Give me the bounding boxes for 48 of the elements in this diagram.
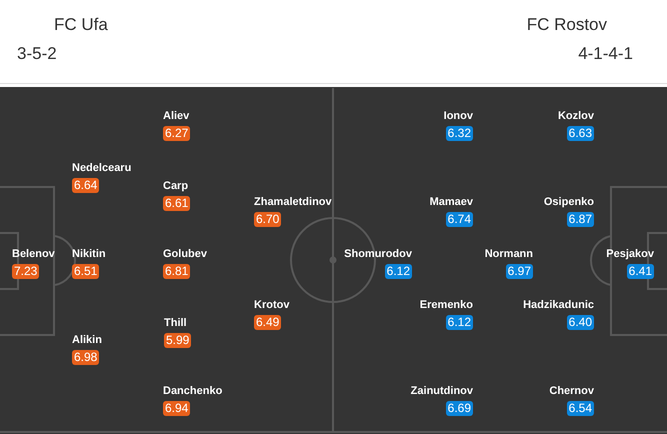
rating-badge: 6.12 [446, 315, 473, 330]
rating-badge: 6.27 [163, 126, 190, 141]
rating-badge: 6.41 [626, 264, 654, 279]
team-name: FC Ufa [54, 15, 108, 35]
rating-badge: 6.74 [446, 212, 473, 227]
player-name: Pesjakov [606, 247, 654, 261]
player-name: Chernov [549, 384, 594, 398]
rating-badge: 5.99 [164, 333, 192, 348]
player-name: Ionov [444, 109, 473, 123]
player-name: Danchenko [163, 384, 222, 398]
rating-badge: 6.97 [506, 264, 533, 279]
rating-badge: 6.40 [566, 315, 594, 330]
player-name: Zhamaletdinov [254, 195, 332, 209]
rating-badge: 6.94 [163, 401, 190, 416]
player-name: Krotov [254, 298, 290, 312]
player-name: Nedelcearu [72, 161, 132, 175]
rating-badge: 7.23 [12, 264, 40, 279]
rating-badge: 6.69 [446, 401, 473, 416]
formation: 3-5-2 [17, 44, 57, 64]
player-name: Shomurodov [344, 247, 412, 261]
rating-badge: 6.54 [566, 401, 594, 416]
team-name: FC Rostov [526, 15, 607, 35]
rating-badge: 6.49 [254, 315, 282, 330]
player-name: Kozlov [558, 109, 594, 123]
player-name: Carp [163, 179, 188, 193]
rating-badge: 6.87 [566, 212, 594, 227]
player-name: Nikitin [72, 247, 106, 261]
rating-badge: 6.12 [384, 264, 412, 279]
player-name: Zainutdinov [410, 384, 473, 398]
player-name: Alikin [72, 333, 102, 347]
player-name: Aliev [163, 109, 190, 123]
rating-badge: 6.64 [72, 178, 100, 193]
rating-badge: 6.32 [446, 126, 473, 141]
player-name: Eremenko [420, 298, 473, 312]
player-name: Osipenko [544, 195, 594, 209]
player-name: Belenov [12, 247, 55, 261]
rating-badge: 6.70 [254, 212, 282, 227]
rating-badge: 6.51 [72, 264, 100, 279]
rating-badge: 6.61 [163, 196, 190, 211]
player-name: Hadzikadunic [523, 298, 594, 312]
player-name: Golubev [163, 247, 208, 261]
player-name: Mamaev [430, 195, 473, 209]
rating-badge: 6.98 [72, 350, 100, 365]
formation: 4-1-4-1 [578, 44, 633, 64]
rating-badge: 6.63 [566, 126, 594, 141]
player-name: Thill [164, 316, 187, 330]
player-name: Normann [484, 247, 533, 261]
rating-badge: 6.81 [163, 264, 190, 279]
